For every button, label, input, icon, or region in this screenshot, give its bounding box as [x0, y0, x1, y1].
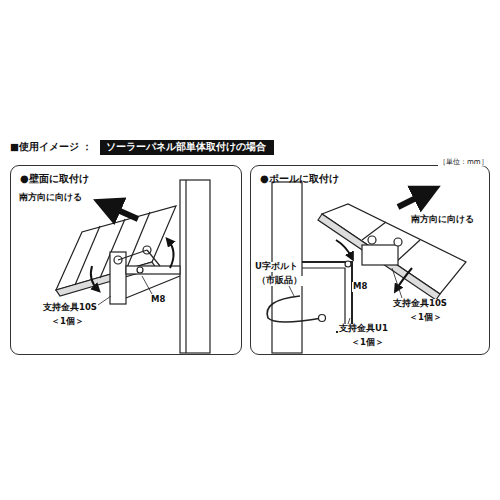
support-bracket-u1-inner	[302, 268, 345, 326]
part-label: U字ボルト	[254, 262, 299, 272]
panel-cell-line	[75, 226, 100, 285]
rotate-arrow	[91, 266, 98, 290]
part-label: 支持金具U1	[338, 324, 389, 334]
support-arm	[126, 266, 180, 274]
leader-line	[288, 284, 294, 296]
leader-line	[142, 276, 152, 294]
m8-bolt	[137, 267, 143, 273]
rotate-arrow	[336, 240, 352, 258]
title: ■使用イメージ ：	[10, 141, 92, 154]
part-label: 南方向に向ける	[18, 193, 83, 203]
hinge-bolt	[368, 236, 376, 244]
u-bolt	[267, 296, 322, 322]
node-text: ●ポールに取付け	[260, 172, 480, 186]
leader-line	[392, 268, 402, 298]
rotate-arrow	[168, 240, 174, 268]
hinge-bolt	[394, 238, 402, 246]
support-bracket-10s	[362, 245, 398, 265]
wall	[180, 180, 210, 353]
panel-edge	[56, 262, 156, 296]
part-label: ＜1個＞	[50, 317, 85, 327]
support-bracket-u1	[302, 262, 352, 332]
panel-edge	[318, 214, 440, 300]
part-label: ＜1個＞	[408, 313, 443, 323]
part-label: M8	[150, 295, 166, 305]
part-label: ＜1個＞	[350, 338, 385, 348]
node-text: ●壁面に取付け	[20, 172, 232, 186]
direction-arrow	[104, 204, 138, 219]
hinge-link	[118, 250, 147, 260]
node-text: ソーラーパネル部単体取付けの場合	[106, 141, 268, 154]
part-label: 支持金具10S	[392, 299, 448, 309]
panel-cell-line	[126, 212, 150, 270]
u-bolt-nut	[319, 315, 326, 322]
leader-line	[98, 296, 111, 305]
m8-bolt	[345, 261, 351, 267]
wall-edge	[185, 180, 186, 353]
part-label: 南方向に向ける	[410, 215, 475, 225]
part-label: ［単位：mm］	[438, 158, 489, 166]
hinge-link	[147, 250, 160, 266]
part-label: （市販品）	[256, 276, 303, 286]
part-label: 支持金具10S	[42, 303, 98, 313]
wall-figure	[56, 180, 210, 353]
part-label: M8	[352, 282, 368, 292]
direction-arrow	[398, 191, 430, 207]
heading-band: ソーラーパネル部単体取付けの場合	[100, 140, 274, 155]
